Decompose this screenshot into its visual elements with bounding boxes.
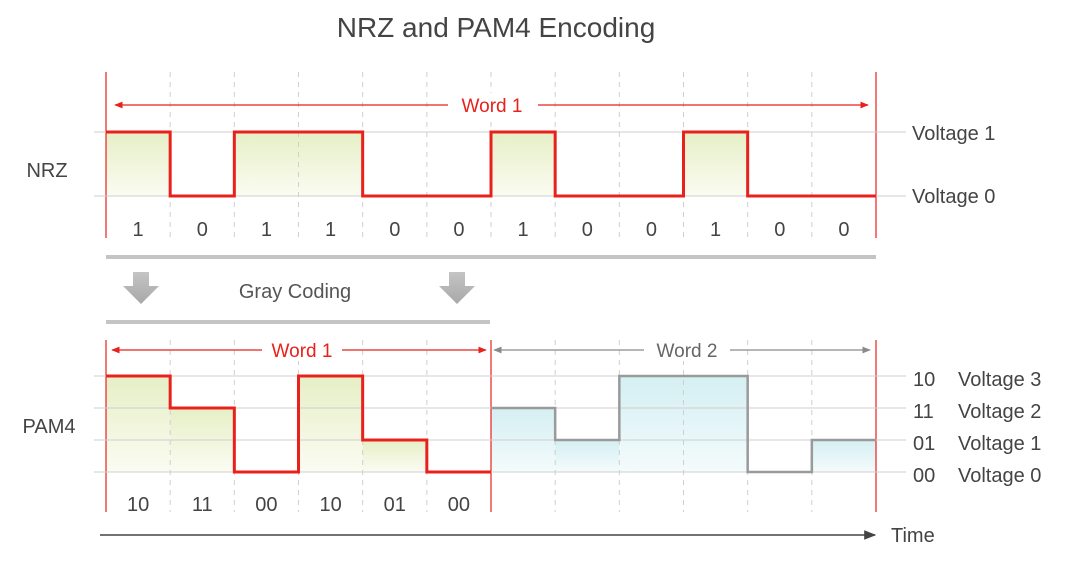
pam4-level-code-3: 10 [913,369,935,391]
gray-coding-label: Gray Coding [239,281,351,303]
nrz-bit-labels: 1 0 1 1 0 0 1 0 0 1 0 0 [133,219,850,241]
pam4-word2-span: Word 2 [493,339,871,362]
time-axis: Time [100,525,935,547]
pam4-word1-waveform [106,374,491,474]
nrz-bit-label: 1 [133,219,144,241]
pam4-word2-label: Word 2 [657,341,718,362]
nrz-high-fill [106,132,171,196]
nrz-level-label-1: Voltage 1 [912,123,995,145]
signal-fill-layer [106,132,876,472]
nrz-bit-label: 0 [389,219,400,241]
pam4-word1-label: Word 1 [272,341,333,362]
pam4-level-code-0: 00 [913,465,935,487]
pam4-symbol-label: 00 [255,494,277,516]
pam4-symbol-label: 10 [319,494,341,516]
nrz-high-fill [234,132,299,196]
pam4-word1-fill [298,376,363,472]
pam4-level-code-1: 01 [913,433,935,455]
nrz-bit-label: 0 [453,219,464,241]
pam4-word2-fill [811,440,876,472]
nrz-bit-label: 0 [582,219,593,241]
nrz-high-fill [491,132,556,196]
nrz-bit-label: 0 [646,219,657,241]
down-arrow-icon [123,272,159,304]
pam4-level-labels: 10 Voltage 3 11 Voltage 2 01 Voltage 1 0… [913,369,1041,487]
nrz-bit-label: 1 [518,219,529,241]
pam4-word2-fill [683,376,748,472]
pam4-word1-span: Word 1 [111,339,487,362]
pam4-word2-fill [555,440,620,472]
diagram-title: NRZ and PAM4 Encoding [337,12,656,43]
nrz-bit-label: 0 [197,219,208,241]
pam4-word2-fill [619,376,684,472]
pam4-word2-waveform [491,374,876,474]
nrz-label: NRZ [26,160,67,182]
pam4-symbol-label: 00 [448,494,470,516]
pam4-symbol-label: 10 [127,494,149,516]
time-label: Time [891,525,935,547]
nrz-word-label: Word 1 [462,96,523,117]
pam4-level-name-3: Voltage 3 [958,369,1041,391]
pam4-word1-fill [362,440,427,472]
pam4-word1-fill [106,376,171,472]
nrz-level-label-0: Voltage 0 [912,186,995,208]
pam4-level-name-1: Voltage 1 [958,433,1041,455]
signals-layer [106,130,876,474]
pam4-label: PAM4 [23,416,76,438]
pam4-level-code-2: 11 [913,401,934,423]
nrz-bit-label: 0 [838,219,849,241]
down-arrow-icon [439,272,475,304]
nrz-high-fill [683,132,748,196]
nrz-bit-label: 1 [261,219,272,241]
nrz-bit-label: 1 [710,219,721,241]
nrz-waveform [106,130,876,198]
pam4-symbol-label: 01 [384,494,406,516]
pam4-symbol-labels: 10 11 00 10 01 00 [127,494,470,516]
gray-coding-band: Gray Coding [106,255,876,324]
nrz-bit-label: 0 [774,219,785,241]
nrz-high-fill [298,132,363,196]
pam4-symbol-label: 11 [192,494,213,516]
pam4-level-name-0: Voltage 0 [958,465,1041,487]
nrz-bit-label: 1 [325,219,336,241]
pam4-level-name-2: Voltage 2 [958,401,1041,423]
nrz-word-span: Word 1 [114,93,869,117]
